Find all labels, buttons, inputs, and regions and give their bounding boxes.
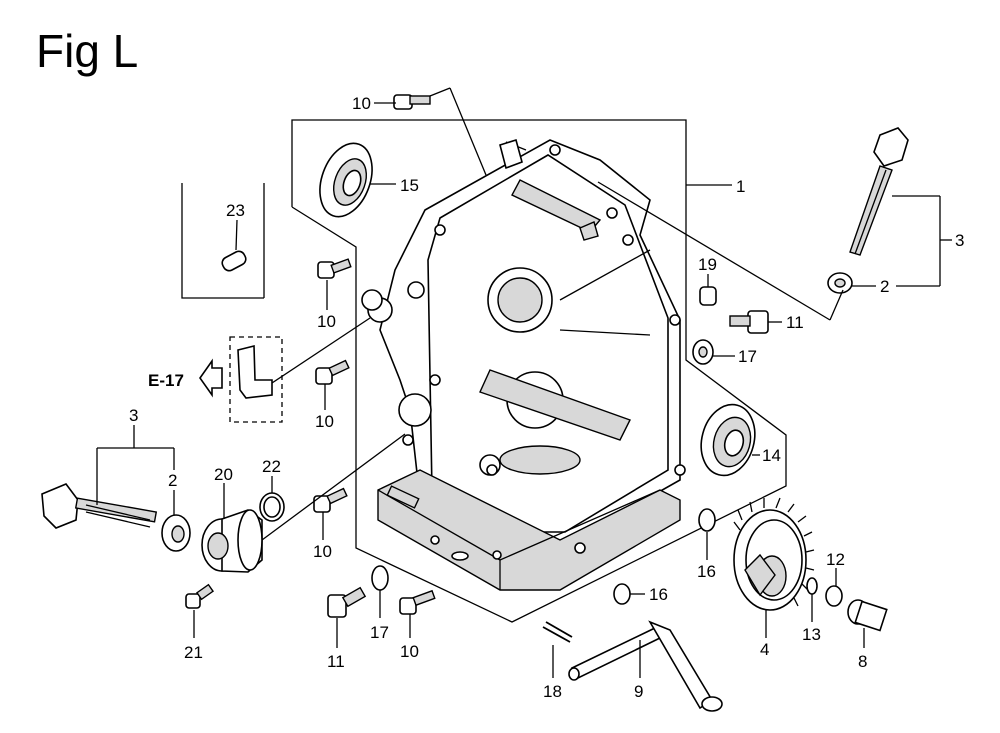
callout-4: 4 xyxy=(760,640,769,659)
dowel-19 xyxy=(699,286,717,306)
callout-10-a: 10 xyxy=(317,312,336,331)
bolt-10-a xyxy=(317,258,352,279)
governor-arm-9 xyxy=(568,620,723,712)
e17-reference-box xyxy=(199,336,283,423)
callout-labels: 10 15 23 10 10 10 10 E-17 3 2 20 22 21 1… xyxy=(129,94,964,701)
callout-22: 22 xyxy=(262,457,281,476)
callout-8: 8 xyxy=(858,652,867,671)
crankcase-cover xyxy=(361,138,686,591)
callout-10-top: 10 xyxy=(352,94,371,113)
callout-12: 12 xyxy=(826,550,845,569)
bearing-14 xyxy=(700,403,756,477)
bolt-10-top xyxy=(393,94,431,110)
figure-title: Fig L xyxy=(36,25,139,77)
callout-17-lower: 17 xyxy=(370,623,389,642)
callout-13: 13 xyxy=(802,625,821,644)
oil-seal-15 xyxy=(319,142,373,218)
washer-17-right-hole xyxy=(698,346,708,358)
callout-20: 20 xyxy=(214,465,233,484)
pin-8 xyxy=(847,599,888,632)
callout-23: 23 xyxy=(226,201,245,220)
drain-plug-20 xyxy=(201,509,263,573)
callout-3-right: 3 xyxy=(955,231,964,250)
leader-lines xyxy=(96,87,952,678)
washer-2-left-hole xyxy=(171,525,185,543)
callout-9: 9 xyxy=(634,682,643,701)
bolt-11-right xyxy=(729,310,769,334)
washer-16-right xyxy=(698,508,716,532)
callout-17-right: 17 xyxy=(738,347,757,366)
washer-12 xyxy=(825,585,843,607)
callout-14: 14 xyxy=(762,446,781,465)
callout-1: 1 xyxy=(736,177,745,196)
callout-10-b: 10 xyxy=(315,412,334,431)
callout-2-left: 2 xyxy=(168,471,177,490)
bolt-21 xyxy=(185,583,215,609)
dipstick-right xyxy=(849,127,909,256)
callout-2-right: 2 xyxy=(880,277,889,296)
callout-11-right: 11 xyxy=(786,313,804,332)
pin-18 xyxy=(542,621,573,643)
reference-e17[interactable]: E-17 xyxy=(148,371,184,390)
oil-filler-cap-left xyxy=(41,483,158,529)
callout-16-lower: 16 xyxy=(649,585,668,604)
group-outline xyxy=(181,119,787,623)
bolt-10-c xyxy=(313,487,348,513)
callout-3-left: 3 xyxy=(129,406,138,425)
callout-18: 18 xyxy=(543,682,562,701)
dowel-pin-23 xyxy=(221,250,247,272)
clip-13 xyxy=(806,577,818,595)
oring-22-inner xyxy=(263,496,281,518)
callout-19: 19 xyxy=(698,255,717,274)
callout-21: 21 xyxy=(184,643,203,662)
washer-16-lower xyxy=(613,583,631,605)
callout-11-lower: 11 xyxy=(327,652,345,671)
callout-15: 15 xyxy=(400,176,419,195)
washer-2-right-hole xyxy=(834,278,846,288)
washer-17-lower xyxy=(371,565,389,591)
callout-10-c: 10 xyxy=(313,542,332,561)
governor-gear-4 xyxy=(733,497,815,611)
bolt-10-d xyxy=(399,589,436,615)
bolt-10-b xyxy=(315,359,350,385)
bolt-11-lower xyxy=(327,586,367,618)
callout-10-d: 10 xyxy=(400,642,419,661)
callout-16-right: 16 xyxy=(697,562,716,581)
